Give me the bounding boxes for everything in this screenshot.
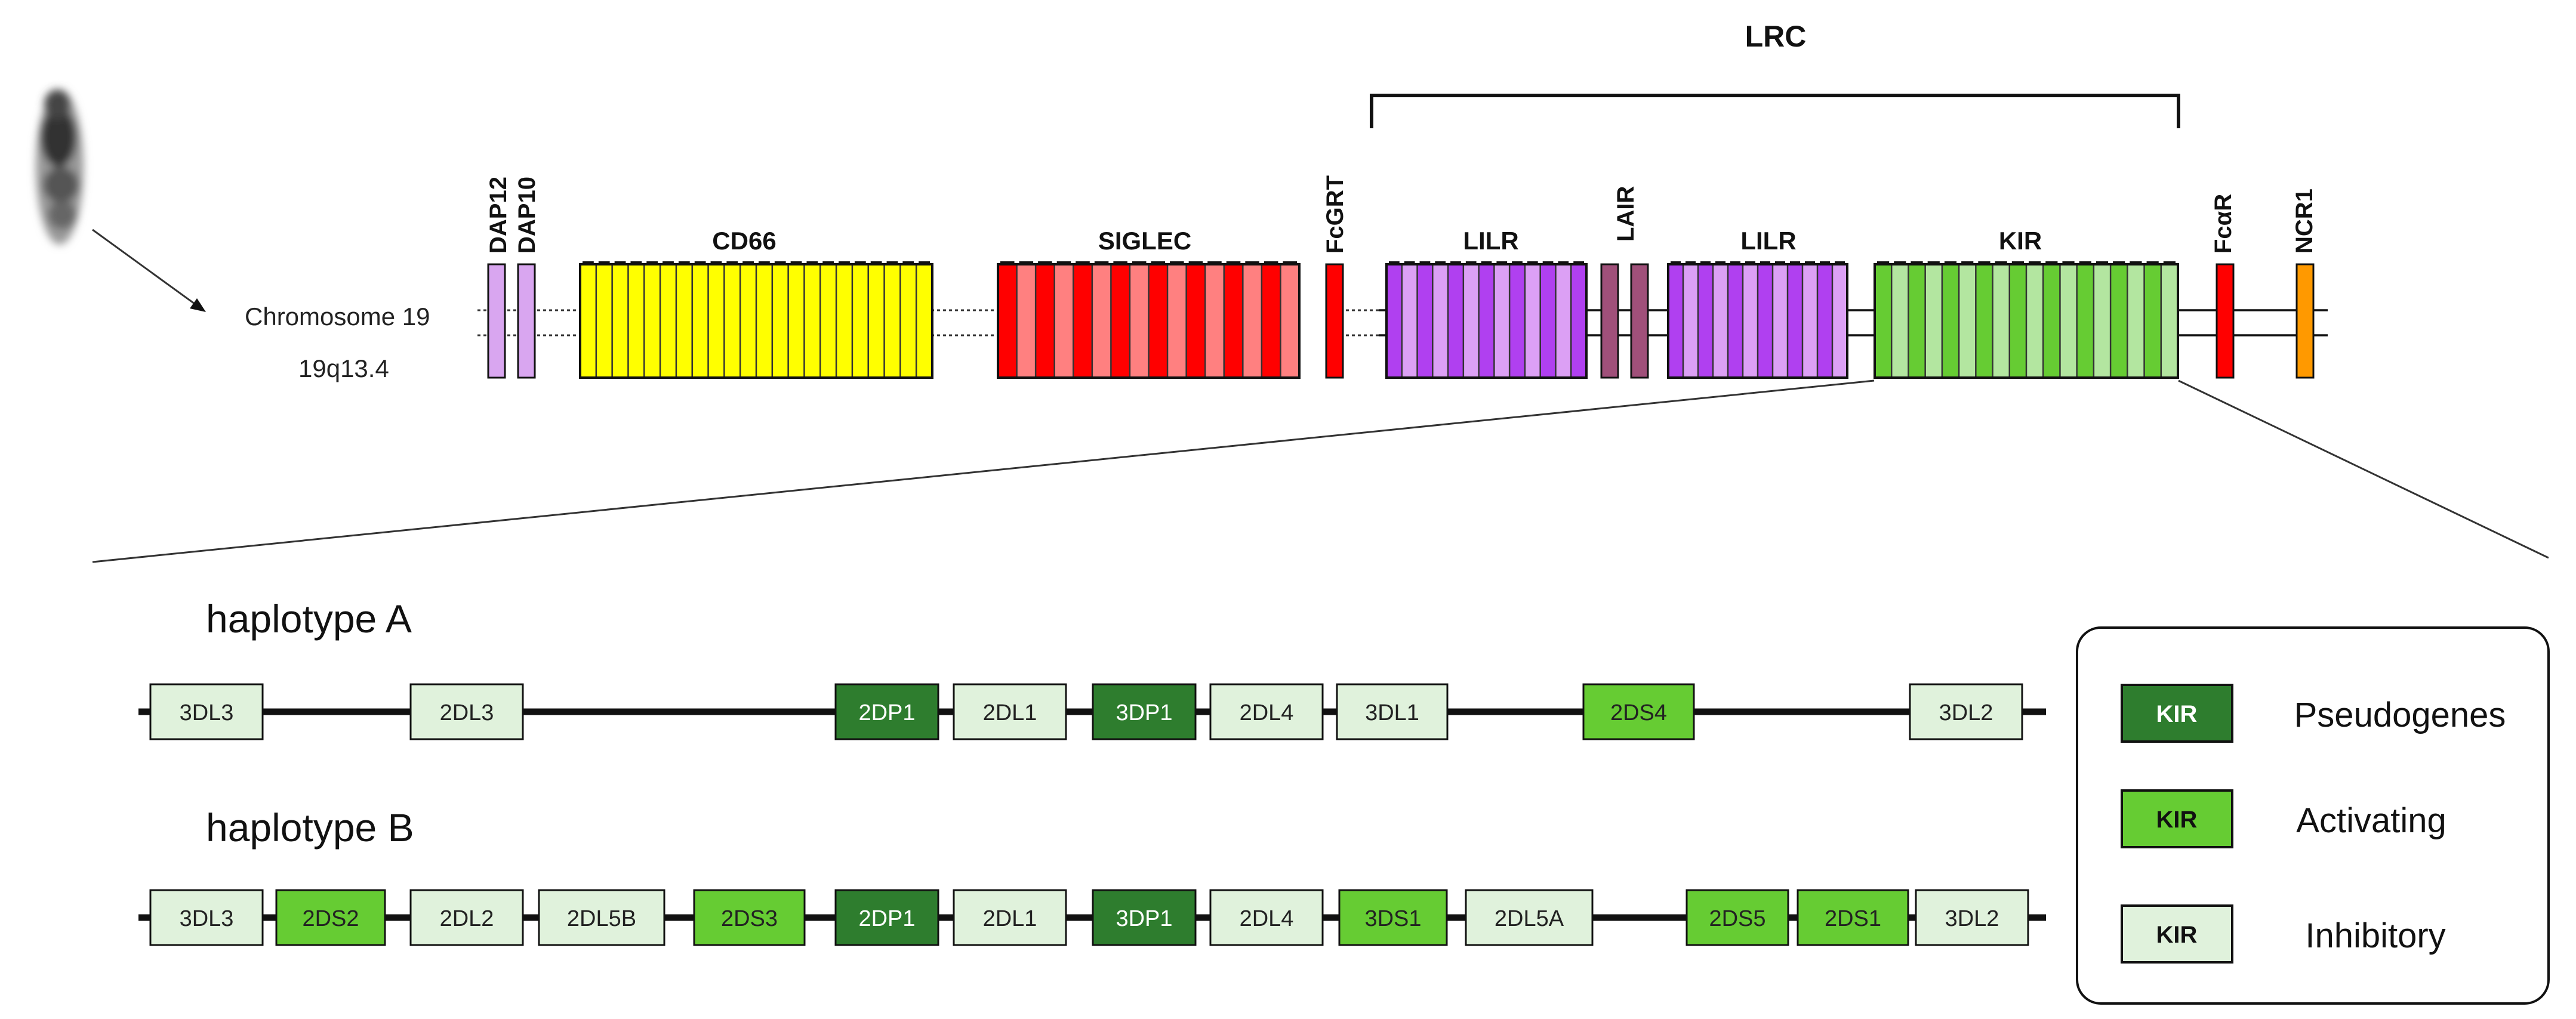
chromosome-label: Chromosome 19 bbox=[245, 302, 430, 331]
gene-label-lilr-1: LILR bbox=[1463, 227, 1518, 255]
lrc-title: LRC bbox=[1745, 20, 1807, 53]
kir-gene-label: 2DL1 bbox=[983, 700, 1037, 725]
kir-gene-label: 2DP1 bbox=[858, 906, 915, 931]
kir-gene-label: 2DL4 bbox=[1240, 700, 1294, 725]
gene-label-siglec: SIGLEC bbox=[1098, 227, 1191, 255]
haplotype-a-title: haplotype A bbox=[206, 597, 412, 641]
kir-gene-label: 2DS1 bbox=[1825, 906, 1881, 931]
siglec-cluster bbox=[997, 261, 1301, 379]
fcar-block bbox=[2216, 263, 2235, 379]
gene-label-dap10: DAP10 bbox=[514, 177, 540, 254]
kir-cluster bbox=[1874, 261, 2179, 379]
kir-gene-label: 2DL3 bbox=[440, 700, 494, 725]
gene-label-cd66: CD66 bbox=[712, 227, 776, 255]
kir-gene-label: 2DS2 bbox=[302, 906, 359, 931]
dap10-block bbox=[517, 263, 536, 379]
kir-gene-3dp1: 3DP1 bbox=[1092, 683, 1197, 740]
kir-gene-2dl1: 2DL1 bbox=[953, 889, 1067, 946]
gene-clusters bbox=[487, 261, 2315, 379]
kir-gene-label: 2DL4 bbox=[1240, 906, 1294, 931]
legend-swatch-label: KIR bbox=[2156, 701, 2198, 727]
legend-swatch bbox=[2121, 684, 2233, 743]
legend-swatch bbox=[2121, 789, 2233, 848]
kir-gene-3dl2: 3DL2 bbox=[1915, 889, 2029, 946]
kir-gene-label: 3DL2 bbox=[1939, 700, 1993, 725]
kir-gene-2dp1: 2DP1 bbox=[834, 889, 939, 946]
legend-swatch-label: KIR bbox=[2156, 807, 2198, 833]
gene-label-dap12: DAP12 bbox=[485, 177, 511, 254]
kir-gene-3dl3: 3DL3 bbox=[149, 889, 264, 946]
kir-gene-3dl2: 3DL2 bbox=[1909, 683, 2023, 740]
gene-label-lilr-2: LILR bbox=[1740, 227, 1796, 255]
kir-gene-3ds1: 3DS1 bbox=[1338, 889, 1448, 946]
kir-gene-2ds3: 2DS3 bbox=[693, 889, 806, 946]
lair-block-1 bbox=[1600, 263, 1619, 379]
gene-label-fcar: FcαR bbox=[2210, 194, 2236, 254]
kir-gene-2ds1: 2DS1 bbox=[1797, 889, 1909, 946]
cd66-cluster bbox=[579, 261, 933, 379]
kir-gene-label: 2DP1 bbox=[858, 700, 915, 725]
kir-gene-2dl2: 2DL2 bbox=[409, 889, 524, 946]
kir-gene-2dp1: 2DP1 bbox=[834, 683, 939, 740]
kir-gene-label: 3DL3 bbox=[180, 906, 234, 931]
kir-gene-2dl5b: 2DL5B bbox=[538, 889, 665, 946]
kir-gene-3dp1: 3DP1 bbox=[1092, 889, 1197, 946]
fcgrt-block bbox=[1325, 263, 1344, 379]
zoom-line-left bbox=[92, 379, 1875, 563]
ideogram-arrow bbox=[92, 228, 198, 307]
kir-gene-2dl3: 2DL3 bbox=[409, 683, 524, 740]
gene-label-lair: LAIR bbox=[1613, 186, 1639, 242]
chromosome-ideogram-icon bbox=[36, 89, 84, 245]
legend-swatch bbox=[2121, 904, 2233, 964]
kir-gene-3dl3: 3DL3 bbox=[149, 683, 264, 740]
kir-gene-label: 3DL3 bbox=[180, 700, 234, 725]
kir-gene-2dl4: 2DL4 bbox=[1209, 889, 1324, 946]
kir-gene-label: 2DS5 bbox=[1709, 906, 1765, 931]
legend-item-label: Inhibitory bbox=[2305, 916, 2445, 955]
lair-block-2 bbox=[1630, 263, 1649, 379]
haplotype-b-title: haplotype B bbox=[206, 805, 414, 850]
kir-gene-2ds4: 2DS4 bbox=[1582, 683, 1695, 740]
kir-gene-label: 2DS3 bbox=[721, 906, 778, 931]
chromosome-band-label: 19q13.4 bbox=[298, 354, 389, 382]
kir-gene-2dl1: 2DL1 bbox=[953, 683, 1067, 740]
haplotypes: haplotype A 3DL3 2DL3 2DP1 2DL1 3DP1 2DL4 3DL1… bbox=[138, 597, 2046, 946]
legend-item-inhibitory: KIR Inhibitory bbox=[2121, 904, 2446, 964]
dap12-block bbox=[487, 263, 506, 379]
kir-gene-label: 3DP1 bbox=[1116, 906, 1172, 931]
kir-gene-3dl1: 3DL1 bbox=[1336, 683, 1449, 740]
lilr-cluster-1 bbox=[1385, 261, 1588, 379]
gene-label-kir: KIR bbox=[1999, 227, 2042, 255]
lrc-bracket bbox=[1370, 94, 2180, 128]
kir-gene-2dl5a: 2DL5A bbox=[1465, 889, 1594, 946]
kir-gene-2ds2: 2DS2 bbox=[275, 889, 386, 946]
kir-gene-label: 3DL2 bbox=[1945, 906, 1999, 931]
legend-item-pseudogene: KIR Pseudogenes bbox=[2121, 684, 2506, 743]
ncr1-block bbox=[2295, 263, 2315, 379]
legend-item-activating: KIR Activating bbox=[2121, 789, 2446, 848]
ideogram-arrow-head bbox=[190, 298, 206, 312]
kir-gene-2ds5: 2DS5 bbox=[1686, 889, 1789, 946]
haplotype-b-row: 3DL3 2DS2 2DL2 2DL5B 2DS3 2DP1 2DL1 3DP1 2DL4 3DS… bbox=[138, 889, 2046, 946]
kir-gene-2dl4: 2DL4 bbox=[1209, 683, 1324, 740]
kir-gene-label: 2DL1 bbox=[983, 906, 1037, 931]
kir-gene-label: 2DL5A bbox=[1495, 906, 1564, 931]
kir-gene-label: 3DL1 bbox=[1365, 700, 1419, 725]
kir-gene-label: 2DL5B bbox=[567, 906, 636, 931]
gene-label-ncr1: NCR1 bbox=[2291, 189, 2318, 254]
legend-swatch-label: KIR bbox=[2156, 922, 2198, 948]
gene-label-fcgrt: FcGRT bbox=[1322, 175, 1348, 254]
haplotype-a-row: 3DL3 2DL3 2DP1 2DL1 3DP1 2DL4 3DL1 2DS4 3DL2 bbox=[138, 683, 2046, 740]
kir-gene-label: 3DS1 bbox=[1364, 906, 1421, 931]
kir-gene-label: 2DL2 bbox=[440, 906, 494, 931]
lilr-cluster-2 bbox=[1667, 261, 1848, 379]
legend-item-label: Activating bbox=[2296, 801, 2446, 840]
kir-gene-label: 3DP1 bbox=[1116, 700, 1172, 725]
zoom-line-right bbox=[2178, 379, 2549, 559]
kir-gene-label: 2DS4 bbox=[1610, 700, 1667, 725]
legend-item-label: Pseudogenes bbox=[2294, 696, 2506, 734]
